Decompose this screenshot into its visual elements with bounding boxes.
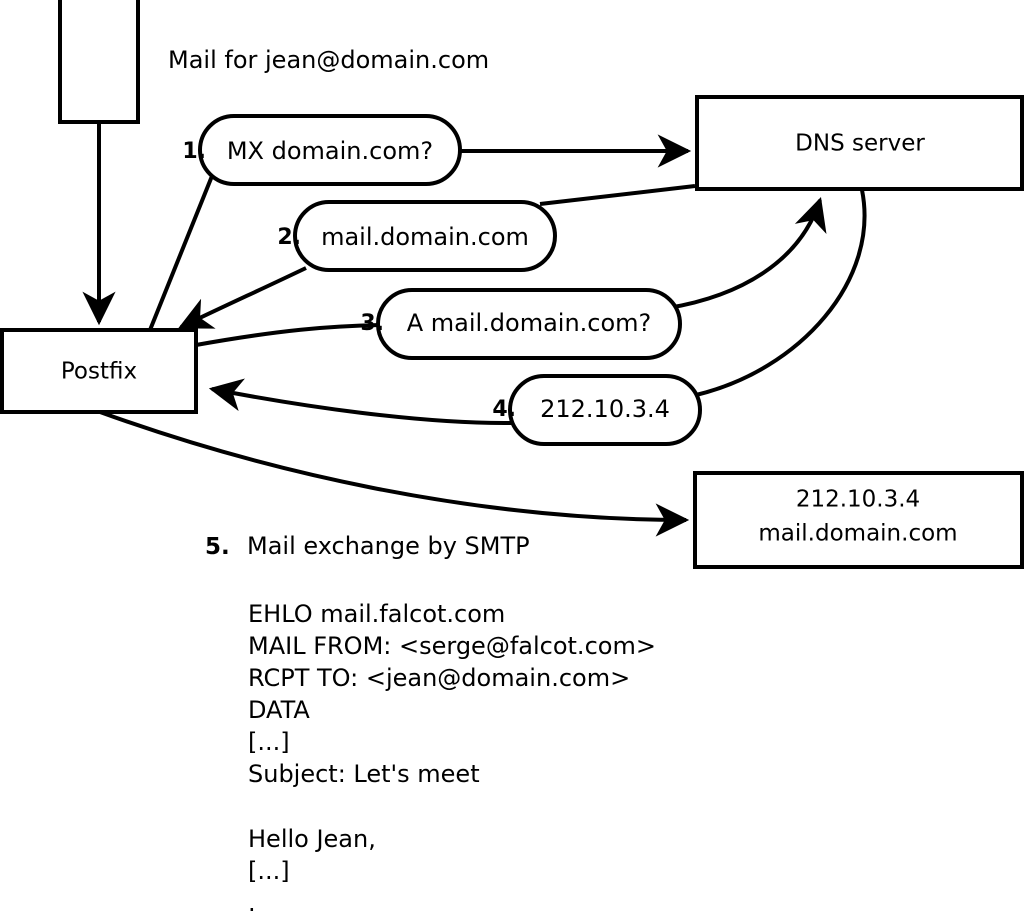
bubble-step-4 (508, 374, 702, 446)
transcript-line-4: [...] (248, 728, 290, 756)
edge-postfix-to-remote-smtp (99, 410, 690, 537)
edge-a-answer-to-postfix (208, 378, 513, 426)
node-remote-mail-server-line2: mail.domain.com (758, 521, 957, 547)
edge-dns-to-a-answer (695, 189, 867, 397)
bubble-step-2 (293, 200, 557, 272)
edge-postfix-to-mx-query (148, 175, 214, 331)
transcript-line-1: MAIL FROM: <serge@falcot.com> (248, 632, 656, 660)
step-2-number: 2. (277, 225, 301, 250)
step-5-label: Mail exchange by SMTP (247, 532, 530, 560)
step-3-number: 3. (360, 311, 384, 336)
transcript-line-5: Subject: Let's meet (248, 760, 480, 788)
step-3-label: A mail.domain.com? (407, 309, 652, 337)
transcript-line-8: [...] (248, 857, 290, 885)
transcript-line-2: RCPT TO: <jean@domain.com> (248, 664, 630, 692)
node-postfix-label: Postfix (61, 359, 137, 385)
step-2-label: mail.domain.com (321, 223, 529, 251)
node-postfix (0, 328, 198, 414)
transcript-line-0: EHLO mail.falcot.com (248, 600, 505, 628)
bubble-step-3 (376, 288, 682, 360)
transcript-line-3: DATA (248, 696, 310, 724)
step-4-number: 4. (492, 397, 516, 422)
step-5-number: 5. (205, 534, 230, 560)
step-4-label: 212.10.3.4 (540, 395, 670, 423)
step-1-label: MX domain.com? (227, 137, 433, 165)
edge-dns-to-mx-answer (539, 184, 696, 206)
transcript-line-7: Hello Jean, (248, 825, 376, 853)
bubble-step-1 (198, 114, 462, 186)
node-dns-server (695, 95, 1024, 191)
transcript-line-9: . (248, 889, 256, 917)
node-remote-mail-server-line1: 212.10.3.4 (796, 487, 920, 513)
edge-a-query-to-dns (667, 196, 827, 310)
edge-mx-answer-to-postfix (178, 266, 307, 329)
node-remote-mail-server (693, 471, 1024, 569)
node-dns-server-label: DNS server (795, 131, 925, 157)
step-1-number: 1. (182, 139, 206, 164)
node-mail-client (58, 0, 140, 124)
mail-for-caption: Mail for jean@domain.com (168, 46, 489, 74)
edge-postfix-to-a-query (195, 323, 381, 347)
